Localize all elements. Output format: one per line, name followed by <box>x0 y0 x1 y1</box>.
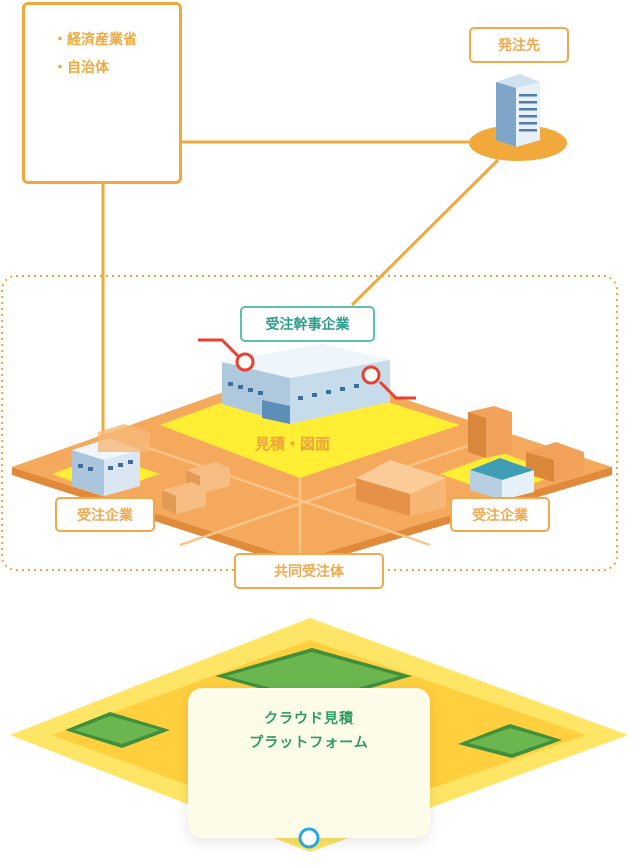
government-box: ・経済産業省 ・自治体 <box>22 2 182 184</box>
client-tower-icon <box>496 74 540 147</box>
marker-icons <box>198 338 416 400</box>
lead-company-label: 受注幹事企業 <box>240 306 375 342</box>
client-label: 発注先 <box>469 27 569 63</box>
member-left-label: 受注企業 <box>55 497 155 532</box>
government-item-meti: ・経済産業省 <box>53 32 137 48</box>
consortium-boundary <box>1 275 618 571</box>
member-right-label: 受注企業 <box>450 497 550 532</box>
connector-lines <box>101 140 500 440</box>
right-buildings-icon <box>468 406 584 500</box>
cloud-platform-card: クラウド見積 プラットフォーム <box>188 688 430 838</box>
truck-icons <box>162 462 230 514</box>
platform-line-2: プラットフォーム <box>249 735 369 751</box>
line-client-lead <box>350 158 500 307</box>
shared-area-label: 見積・図面 <box>255 435 331 453</box>
consortium-label: 共同受注体 <box>234 553 384 589</box>
warehouse-icon <box>356 460 446 516</box>
platform-line-1: クラウド見積 <box>264 711 354 727</box>
member-left-building-icon <box>72 424 150 496</box>
government-item-municipality: ・自治体 <box>53 60 109 76</box>
